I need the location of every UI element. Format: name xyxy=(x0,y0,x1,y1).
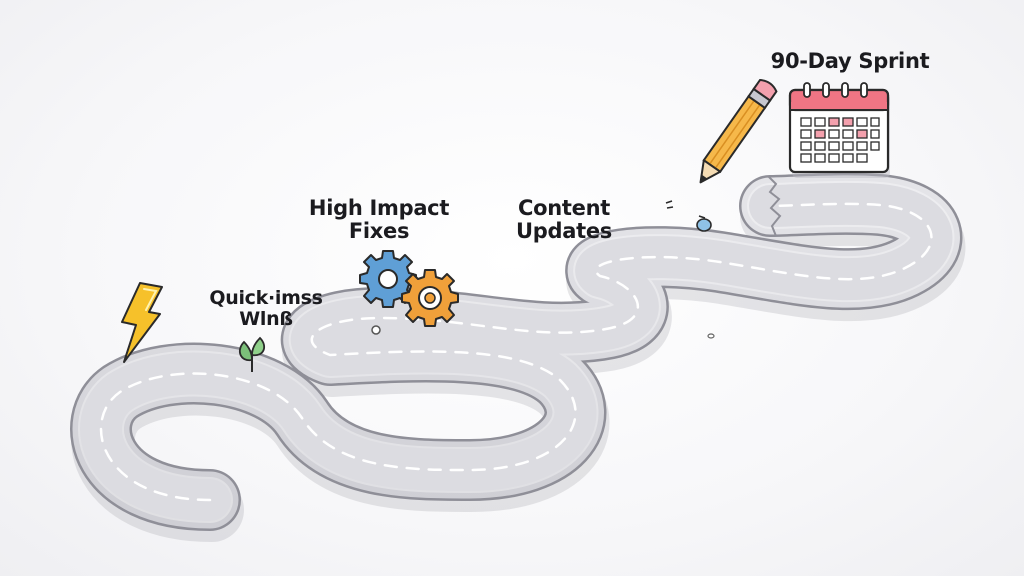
milestone-content-updates-line1: Content xyxy=(518,196,610,220)
milestone-sprint-label: 90-Day Sprint xyxy=(760,50,940,73)
calendar-grid xyxy=(800,117,880,163)
calendar-icon xyxy=(788,82,890,178)
road-center-line xyxy=(99,202,933,502)
milestone-high-impact-label: High Impact Fixes xyxy=(294,197,464,242)
milestone-high-impact-line1: High Impact xyxy=(308,196,450,220)
road xyxy=(70,172,963,531)
gears-icon xyxy=(359,250,459,327)
milestone-content-updates-label: Content Updates xyxy=(496,197,632,242)
lightning-bolt-icon xyxy=(121,282,163,363)
sprout-icon xyxy=(238,336,266,372)
milestone-quick-wins-line1: Quick·imss xyxy=(209,287,323,309)
milestone-quick-wins-label: Quick·imss Wlnß xyxy=(196,288,336,329)
milestone-high-impact-line2: Fixes xyxy=(348,218,410,243)
orange-gear-icon xyxy=(401,269,459,327)
milestone-content-updates-line2: Updates xyxy=(516,218,612,243)
road-torn-end xyxy=(767,175,782,237)
eraser-crumb-icon xyxy=(696,215,712,232)
milestone-sprint-line1: 90-Day Sprint xyxy=(770,49,930,73)
milestone-quick-wins-line2: Wlnß xyxy=(239,307,293,330)
calendar-rings xyxy=(803,82,868,98)
pebble xyxy=(371,325,381,335)
pencil-sketch-marks xyxy=(665,200,674,209)
pencil-icon xyxy=(699,78,778,184)
pebble xyxy=(707,333,715,339)
